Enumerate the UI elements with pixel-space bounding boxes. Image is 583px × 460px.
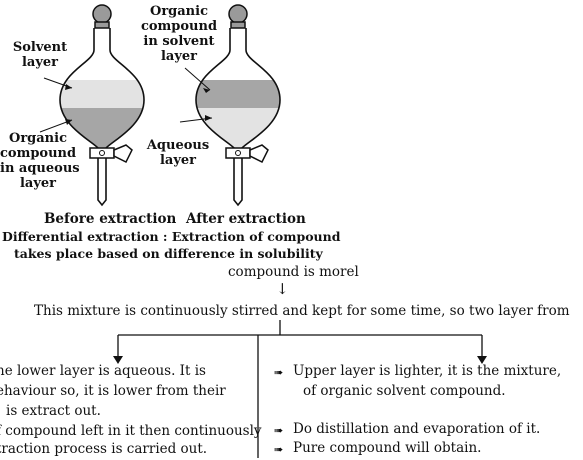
- left-solvent-label-line: Solvent: [12, 40, 68, 55]
- figure-caption-line-1: Differential extraction : Extraction of …: [2, 229, 341, 244]
- left-stopcock-hole: [99, 150, 105, 156]
- right-organic-label-line: in solvent: [143, 34, 215, 49]
- right-branch-arrowhead: [477, 356, 487, 364]
- left-solvent-layer: [60, 80, 144, 108]
- left-stopper-neck: [94, 21, 110, 29]
- left-branch-line-2: ehaviour so, it is lower from their: [0, 383, 226, 399]
- right-branch-bullet-3: ➠: [274, 443, 284, 456]
- right-organic-label-line: Organic: [150, 4, 208, 19]
- right-stopper-knob: [228, 4, 248, 24]
- right-funnel-body: [195, 28, 281, 207]
- down-arrow-1: ↓: [276, 280, 289, 298]
- left-stopper-knob: [92, 4, 112, 24]
- flow-middle-line: This mixture is continuously stirred and…: [34, 303, 570, 319]
- right-stopcock-handle: [249, 144, 269, 164]
- left-organic-label-line: compound: [0, 146, 77, 161]
- figure-caption-line-2: takes place based on difference in solub…: [14, 246, 323, 261]
- left-funnel-body: [59, 28, 145, 207]
- right-branch-item-1: Upper layer is lighter, it is the mixtur…: [293, 363, 562, 379]
- right-stopcock-hole: [235, 150, 241, 156]
- flow-top-line: compound is morel: [228, 264, 359, 280]
- left-stopcock-handle: [113, 144, 133, 164]
- right-organic-label: Organic compound in solvent layer: [140, 4, 218, 64]
- right-organic-label-line: layer: [160, 49, 198, 64]
- right-branch-bullet-1: ➠: [274, 366, 284, 379]
- right-aqueous-label-line: layer: [159, 153, 197, 168]
- right-branch-item-3: Pure compound will obtain.: [293, 440, 482, 456]
- left-branch-line-1: he lower layer is aqueous. It is: [0, 363, 206, 379]
- left-branch-arrowhead: [113, 356, 123, 364]
- right-branch-item-2: Do distillation and evaporation of it.: [293, 421, 541, 437]
- right-funnel-caption: After extraction: [186, 211, 306, 227]
- left-funnel-caption: Before extraction: [44, 211, 177, 227]
- left-organic-label-line: layer: [19, 176, 57, 191]
- right-branch-item-1-cont: of organic solvent compound.: [303, 383, 506, 399]
- flow-branch-lines: [117, 320, 483, 458]
- left-organic-label-line: in aqueous: [0, 161, 80, 176]
- left-branch-line-3: is extract out.: [6, 403, 101, 419]
- right-aqueous-label-line: Aqueous: [146, 138, 210, 153]
- left-branch-line-5: traction process is carried out.: [0, 441, 208, 457]
- right-branch-bullet-2: ➠: [274, 424, 284, 437]
- right-aqueous-label: Aqueous layer: [146, 138, 210, 168]
- right-organic-label-line: compound: [140, 19, 218, 34]
- left-organic-label: Organic compound in aqueous layer: [0, 131, 80, 191]
- left-solvent-label: Solvent layer: [10, 40, 70, 70]
- right-organic-solvent-layer: [196, 80, 280, 108]
- left-solvent-label-line: layer: [21, 55, 59, 70]
- left-organic-label-line: Organic: [9, 131, 67, 146]
- left-branch-line-4: f compound left in it then continuously: [0, 423, 262, 439]
- right-stopper-neck: [230, 21, 246, 29]
